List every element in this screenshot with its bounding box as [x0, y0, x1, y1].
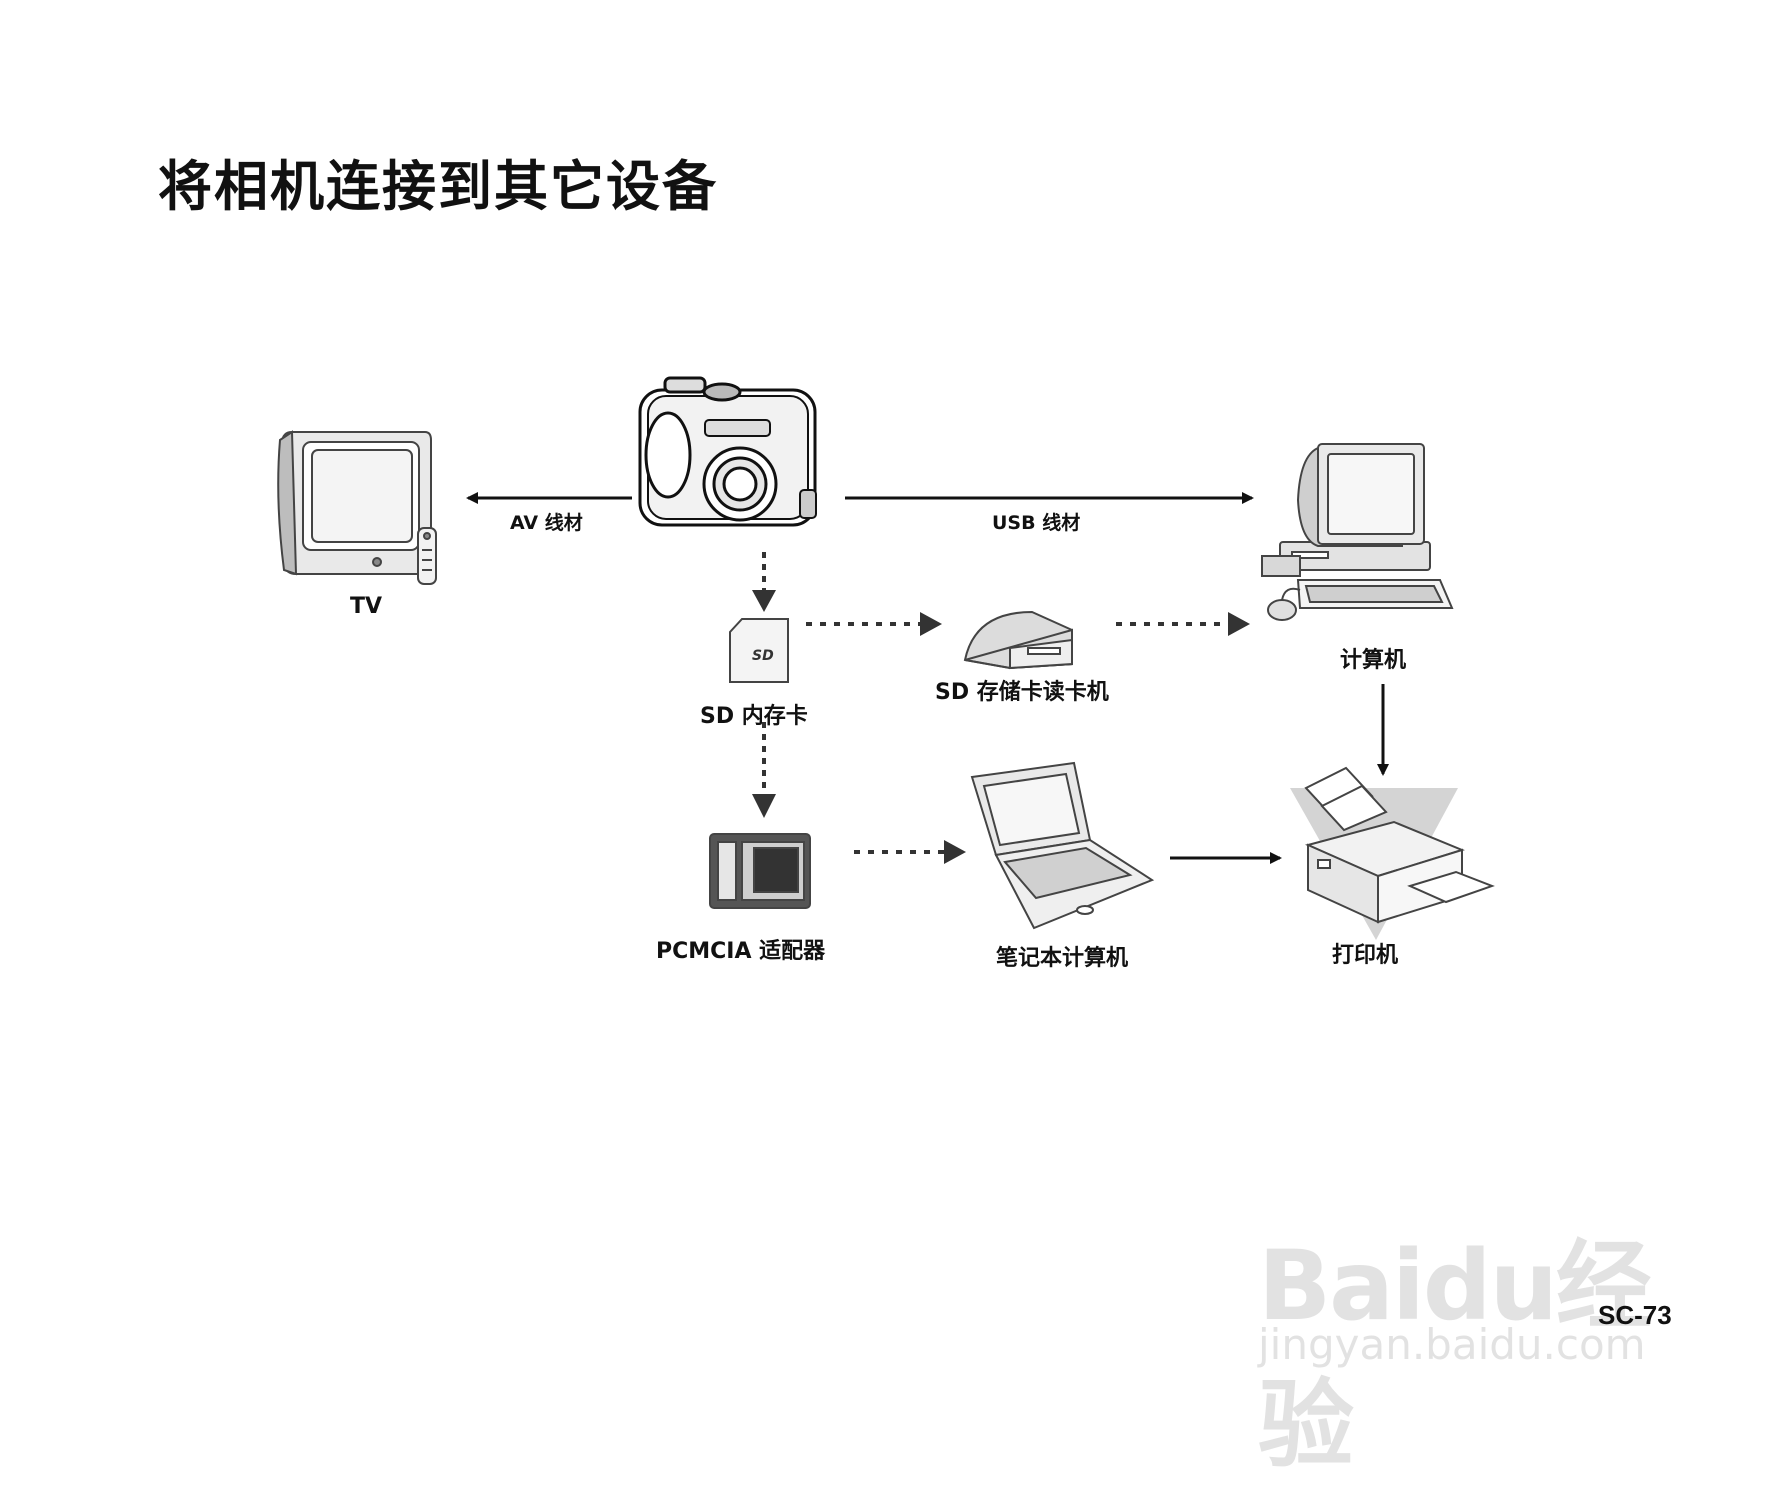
tv-icon [277, 430, 437, 585]
page-number: SC-73 [1598, 1300, 1672, 1330]
sd-card-label: SD 内存卡 [700, 704, 808, 729]
pcmcia-adapter-icon [709, 833, 811, 909]
edge-camera-to-sd [752, 552, 776, 612]
edge-reader-to-computer [1116, 612, 1250, 636]
edge-sd-to-pcmcia [752, 722, 776, 818]
camera-icon [638, 376, 817, 527]
edge-sd-to-reader [806, 612, 942, 636]
connection-diagram: SD [277, 376, 1495, 940]
desktop-computer-icon [1261, 443, 1454, 621]
usb-cable-label: USB 线材 [992, 512, 1081, 534]
baidu-watermark: Baidu经验 jingyan.baidu.com [1258, 1170, 1678, 1481]
sd-reader-label: SD 存储卡读卡机 [935, 680, 1109, 705]
computer-label: 计算机 [1340, 648, 1407, 673]
laptop-icon [970, 761, 1155, 930]
watermark-brand: Baidu经验 [1258, 1230, 1652, 1481]
printer-label: 打印机 [1332, 943, 1399, 968]
pcmcia-label: PCMCIA 适配器 [656, 939, 826, 964]
svg-text:SD: SD [752, 648, 774, 664]
laptop-label: 笔记本计算机 [996, 946, 1129, 971]
tv-label: TV [350, 594, 383, 619]
sd-card-icon: SD [729, 618, 789, 683]
av-cable-label: AV 线材 [510, 512, 583, 534]
watermark-url: jingyan.baidu.com [1258, 1320, 1646, 1369]
printer-icon [1290, 766, 1495, 940]
edge-pcmcia-to-laptop [854, 840, 966, 864]
page-title: 将相机连接到其它设备 [158, 155, 718, 218]
card-reader-icon [963, 610, 1073, 670]
